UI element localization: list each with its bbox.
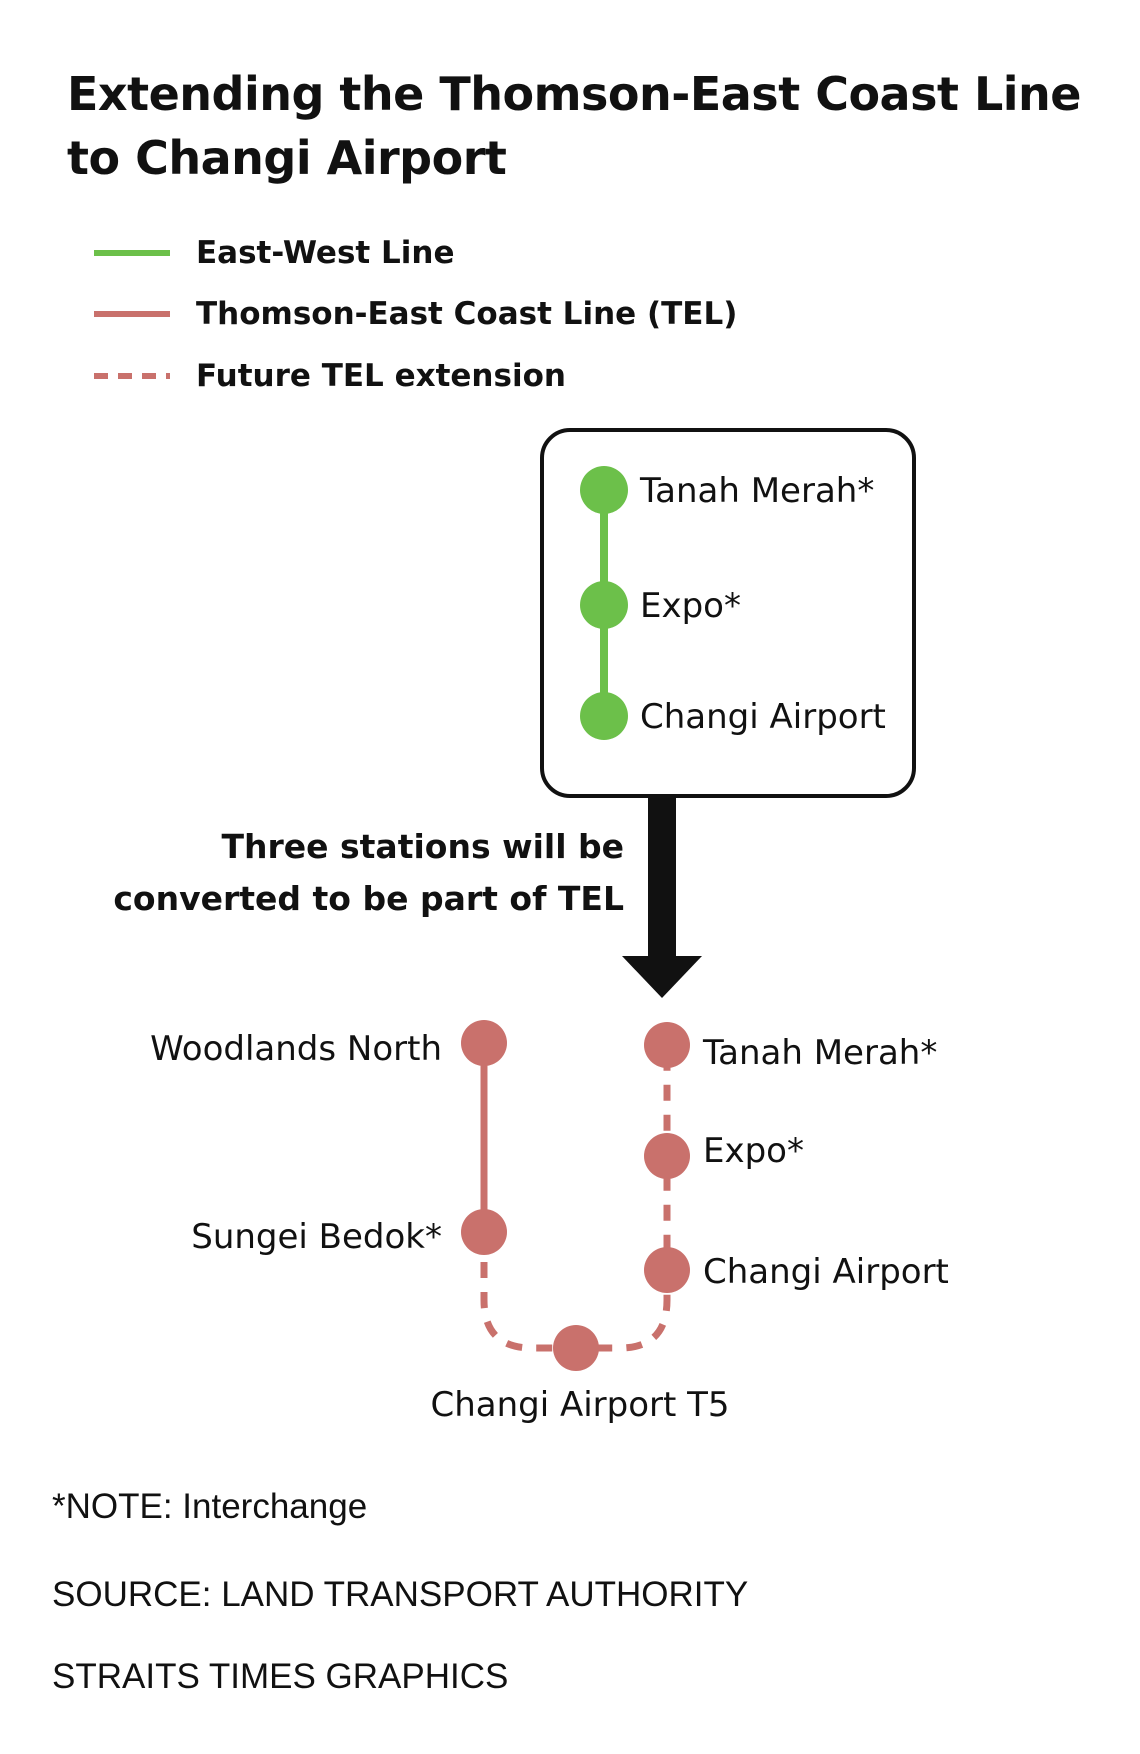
east-west-box xyxy=(540,428,916,798)
station-dot-tel-changi-airport xyxy=(644,1247,690,1293)
legend-swatch-dashed-red xyxy=(94,373,170,379)
station-dot-tel-expo xyxy=(644,1133,690,1179)
station-dot-sungei-bedok xyxy=(461,1209,507,1255)
legend-swatch-solid-red xyxy=(94,311,170,317)
arrow-caption-line-1: Three stations will be xyxy=(221,827,624,866)
station-label-tel-changi-airport: Changi Airport xyxy=(703,1252,949,1292)
ew-station-label-tanah-merah: Tanah Merah* xyxy=(639,471,874,511)
station-label-sungei-bedok: Sungei Bedok* xyxy=(191,1217,442,1257)
arrow-caption-line-2: converted to be part of TEL xyxy=(113,879,624,918)
station-label-tel-tanah-merah: Tanah Merah* xyxy=(702,1033,937,1073)
station-label-tel-expo: Expo* xyxy=(703,1131,804,1171)
station-dot-changi-airport-t5 xyxy=(553,1325,599,1371)
station-dot-ew-tanah-merah xyxy=(580,466,628,514)
ew-station-label-changi-airport: Changi Airport xyxy=(640,697,886,737)
station-dot-ew-expo xyxy=(580,581,628,629)
graphics-credit: STRAITS TIMES GRAPHICS xyxy=(52,1657,509,1696)
station-dot-woodlands-north xyxy=(461,1020,507,1066)
legend-label: Future TEL extension xyxy=(196,358,566,394)
station-dot-ew-changi-airport xyxy=(580,692,628,740)
conversion-arrow-head xyxy=(622,956,702,998)
station-label-woodlands-north: Woodlands North xyxy=(150,1029,442,1069)
ew-station-label-expo: Expo* xyxy=(640,586,741,626)
station-label-changi-airport-t5: Changi Airport T5 xyxy=(430,1385,729,1425)
legend-swatch-solid-green xyxy=(94,250,170,256)
legend-label: East-West Line xyxy=(196,235,455,271)
station-dot-tel-tanah-merah xyxy=(644,1022,690,1068)
tel-extension-segment xyxy=(480,1045,671,1352)
title-line-2: to Changi Airport xyxy=(67,131,507,185)
page-title: Extending the Thomson-East Coast Line to… xyxy=(67,62,1107,190)
source-credit: SOURCE: LAND TRANSPORT AUTHORITY xyxy=(52,1575,749,1614)
interchange-note: *NOTE: Interchange xyxy=(52,1487,368,1526)
conversion-arrow-shaft xyxy=(648,798,676,958)
legend-label: Thomson-East Coast Line (TEL) xyxy=(196,296,738,332)
title-line-1: Extending the Thomson-East Coast Line xyxy=(67,67,1082,121)
